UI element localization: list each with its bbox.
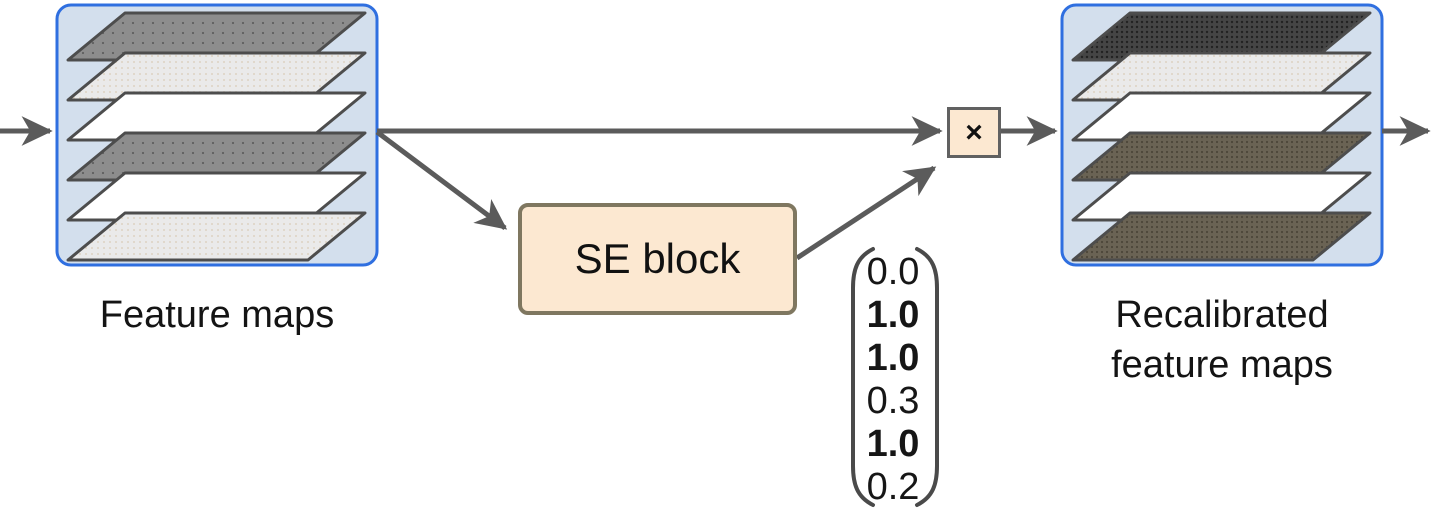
input-box-caption: Feature maps [99,294,335,336]
to-se-block-arrow [375,130,508,230]
scale-value: 0.0 [866,251,920,293]
scale-value: 0.3 [866,380,920,422]
vector-brackets [851,247,939,507]
output-caption-line1: Recalibrated [1115,294,1329,336]
se-to-multiply-arrow [795,165,937,261]
scale-vector: 0.0 1.0 1.0 0.3 1.0 0.2 [849,251,937,509]
scale-value: 1.0 [866,423,920,465]
output-feature-map-layers [1071,11,1372,262]
feature-map-layer [66,211,367,262]
scale-value: 1.0 [866,337,920,379]
scale-value: 0.2 [866,466,920,508]
se-block-label: SE block [574,235,741,282]
input-feature-map-layers [66,11,367,262]
feature-map-layer [1071,211,1372,262]
output-caption-line2: feature maps [1111,344,1333,386]
connector-arrows [0,116,1431,261]
output-box-caption: Recalibrated feature maps [1062,290,1382,390]
multiply-box: × [947,107,1001,158]
vector-left-bracket [851,247,875,507]
se-block: SE block [518,203,797,315]
multiply-icon: × [965,115,983,149]
vector-right-bracket [915,247,939,507]
scale-value: 1.0 [866,294,920,336]
